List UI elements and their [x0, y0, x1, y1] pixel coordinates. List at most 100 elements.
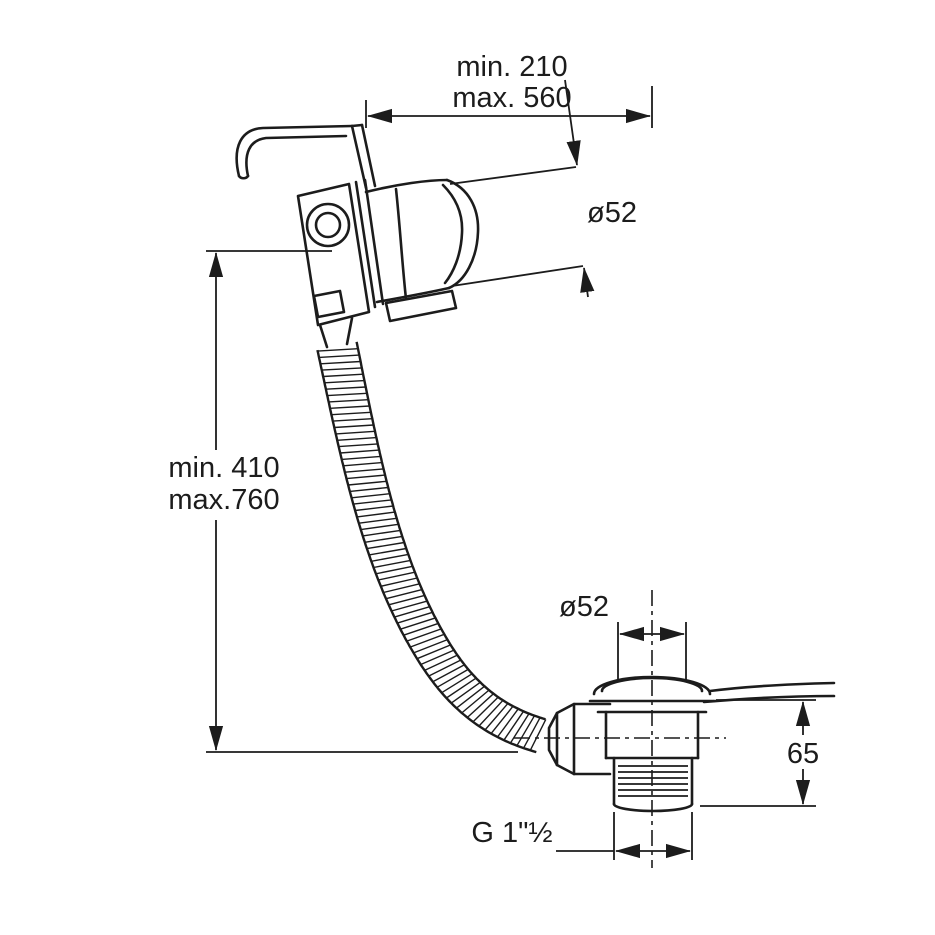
fitting-flange-line-2	[363, 178, 385, 306]
dimension-knob-diameter: ø52	[449, 79, 637, 298]
hose-rib	[472, 696, 499, 723]
height-label-background	[154, 450, 294, 520]
hose-rib	[509, 713, 530, 744]
hose-rib	[378, 571, 416, 581]
hose-rib	[331, 411, 372, 416]
fitting-screw-inner	[314, 211, 342, 239]
hose-rib	[338, 443, 378, 448]
tub-floor-top-line	[708, 681, 836, 693]
hose-rib	[375, 565, 413, 575]
hose-rib	[360, 523, 399, 531]
dimension-drain-height: 65	[700, 699, 825, 807]
dimension-drain-diameter: ø52	[559, 591, 687, 680]
hose-ribs	[317, 348, 547, 751]
fitting-clamp-box	[312, 289, 346, 319]
fitting-screw-outer	[305, 202, 351, 248]
hose-rib	[441, 673, 473, 694]
hose-rib	[325, 386, 366, 390]
hose-rib	[461, 689, 490, 714]
dimension-thread: G 1"½	[471, 812, 693, 860]
hose-rib	[348, 480, 387, 486]
knob-diameter-extension-top	[449, 166, 577, 185]
label-drain-height: 65	[787, 738, 819, 770]
hose-rib	[516, 715, 536, 747]
hose-rib	[383, 583, 420, 594]
hose-rib	[320, 360, 361, 365]
hose-rib	[356, 511, 395, 518]
hose-rib	[380, 577, 418, 587]
hose-rib	[337, 436, 377, 441]
drain-outlet-bottom	[612, 802, 694, 813]
fitting-bracket-outline	[296, 182, 371, 327]
tub-wall-inner-line	[360, 123, 377, 188]
flexible-hose	[316, 341, 547, 754]
knob-cap-inner	[441, 183, 464, 285]
knob-ring-line	[394, 187, 408, 301]
hose-rib	[403, 622, 439, 636]
tub-floor-bottom-line	[702, 694, 836, 704]
hose-rib	[436, 668, 469, 688]
tub-rim-edge	[350, 123, 364, 128]
knob-bottom-edge	[375, 286, 451, 304]
hose-rib	[358, 517, 397, 524]
hose-rib	[503, 710, 525, 741]
hose-edge-right	[355, 341, 546, 721]
label-width-min: min. 210	[456, 51, 567, 83]
tub-rim-outer-line	[235, 124, 354, 178]
drain-height-label-background	[781, 735, 825, 769]
hose-rib	[351, 493, 390, 499]
label-height-max: max.760	[168, 484, 279, 516]
hose-rib	[478, 699, 504, 727]
fitting-outlet-right	[345, 316, 354, 346]
hose-rib	[317, 348, 359, 352]
hose-rib	[344, 468, 384, 473]
knob-diameter-arrow-bottom	[580, 266, 595, 298]
hose-rib	[321, 367, 362, 371]
hose-rib	[373, 559, 411, 569]
hose-rib	[332, 418, 373, 422]
label-height-min: min. 410	[168, 452, 279, 484]
hose-rib	[397, 611, 433, 624]
hose-rib	[529, 719, 547, 751]
tub-rim-inner-line	[245, 134, 348, 178]
hose-rib	[394, 606, 430, 618]
label-knob-diameter: ø52	[587, 197, 637, 229]
center-lines	[514, 590, 726, 868]
hose-rib	[391, 600, 428, 612]
hose-rib	[446, 677, 477, 699]
knob-lower-lip	[384, 289, 458, 323]
hose-rib	[346, 474, 386, 480]
hose-rib	[456, 685, 485, 709]
tub-rim-and-wall	[235, 123, 377, 190]
hose-rib	[400, 617, 436, 630]
hose-rib	[368, 547, 407, 556]
waste-drain	[547, 675, 716, 813]
hose-rib	[341, 455, 381, 461]
hose-rib	[409, 633, 445, 648]
overflow-fitting	[296, 178, 385, 349]
rotary-knob	[364, 178, 480, 323]
hose-rib	[355, 505, 394, 512]
hose-rib	[334, 424, 374, 429]
label-thread-size: G 1"½	[471, 817, 552, 849]
hose-edge-left	[316, 349, 537, 754]
hose-rib	[428, 659, 462, 677]
dimension-height: min. 410 max.760	[154, 250, 518, 753]
hose-rib	[385, 588, 423, 600]
hose-rib	[371, 553, 409, 562]
hose-rib	[416, 644, 451, 660]
hose-rib	[327, 392, 368, 397]
fitting-flange-line-1	[354, 180, 377, 309]
hose-rib	[366, 541, 405, 550]
hose-rib	[420, 649, 455, 666]
knob-top-edge	[364, 178, 449, 194]
hose-rib	[413, 638, 448, 654]
hose-rib	[330, 405, 370, 409]
hose-rib	[406, 628, 442, 642]
tub-rim-hook-tip	[237, 174, 250, 180]
label-drain-diameter: ø52	[559, 591, 609, 623]
hose-rib	[323, 373, 364, 378]
hose-rib	[343, 461, 383, 467]
